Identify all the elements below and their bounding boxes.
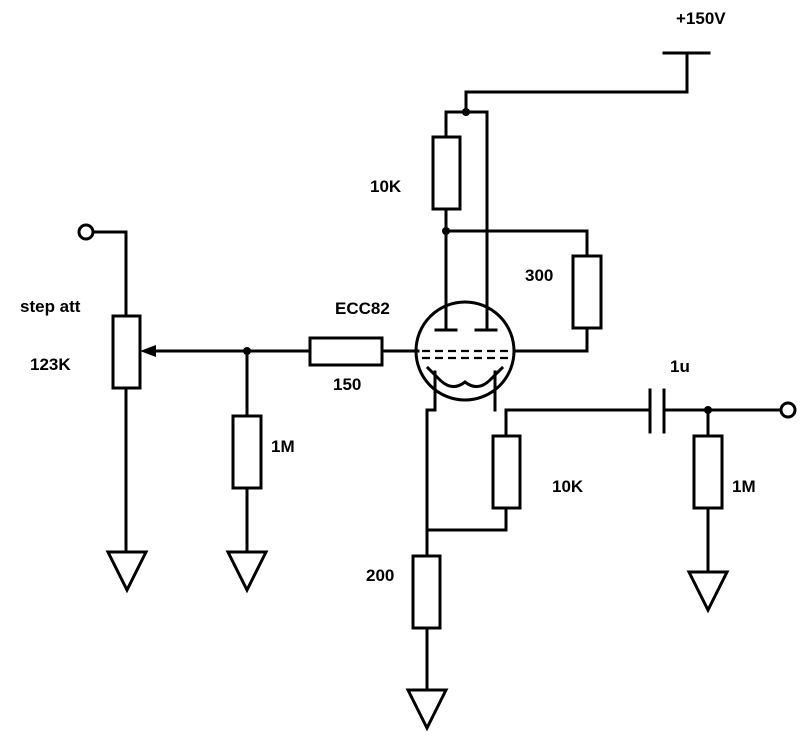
resistor-200-label: 200 [366, 566, 394, 585]
resistor-10k-bottom [491, 434, 522, 532]
ground-symbol [405, 688, 449, 732]
resistor-200 [411, 554, 442, 692]
input-terminal [77, 223, 128, 318]
resistor-1m-left-label: 1M [271, 437, 295, 456]
potentiometer-step-att [111, 314, 156, 554]
ground-symbol [225, 550, 269, 594]
pot-name-label: step att [20, 297, 81, 316]
resistor-10k-bottom-label: 10K [552, 477, 584, 496]
capacitor-label: 1u [670, 357, 690, 376]
tube-ecc82 [414, 300, 516, 412]
ground-symbol [686, 570, 730, 614]
resistor-300-label: 300 [525, 266, 553, 285]
ground-symbol [105, 550, 149, 594]
resistor-150 [308, 336, 420, 367]
tube-label: ECC82 [335, 299, 390, 318]
resistor-1m-left [231, 349, 263, 554]
resistor-1m-right-label: 1M [732, 477, 756, 496]
supply-label: +150V [676, 9, 726, 28]
resistor-10k-plate [431, 110, 462, 233]
supply-rail [444, 51, 711, 116]
resistor-300 [512, 229, 603, 353]
pot-value-label: 123K [30, 355, 71, 374]
capacitor-1u [648, 388, 782, 434]
resistor-1m-right [692, 408, 724, 574]
resistor-150-label: 150 [333, 375, 361, 394]
output-terminal [779, 401, 797, 419]
resistor-10k-plate-label: 10K [370, 177, 402, 196]
